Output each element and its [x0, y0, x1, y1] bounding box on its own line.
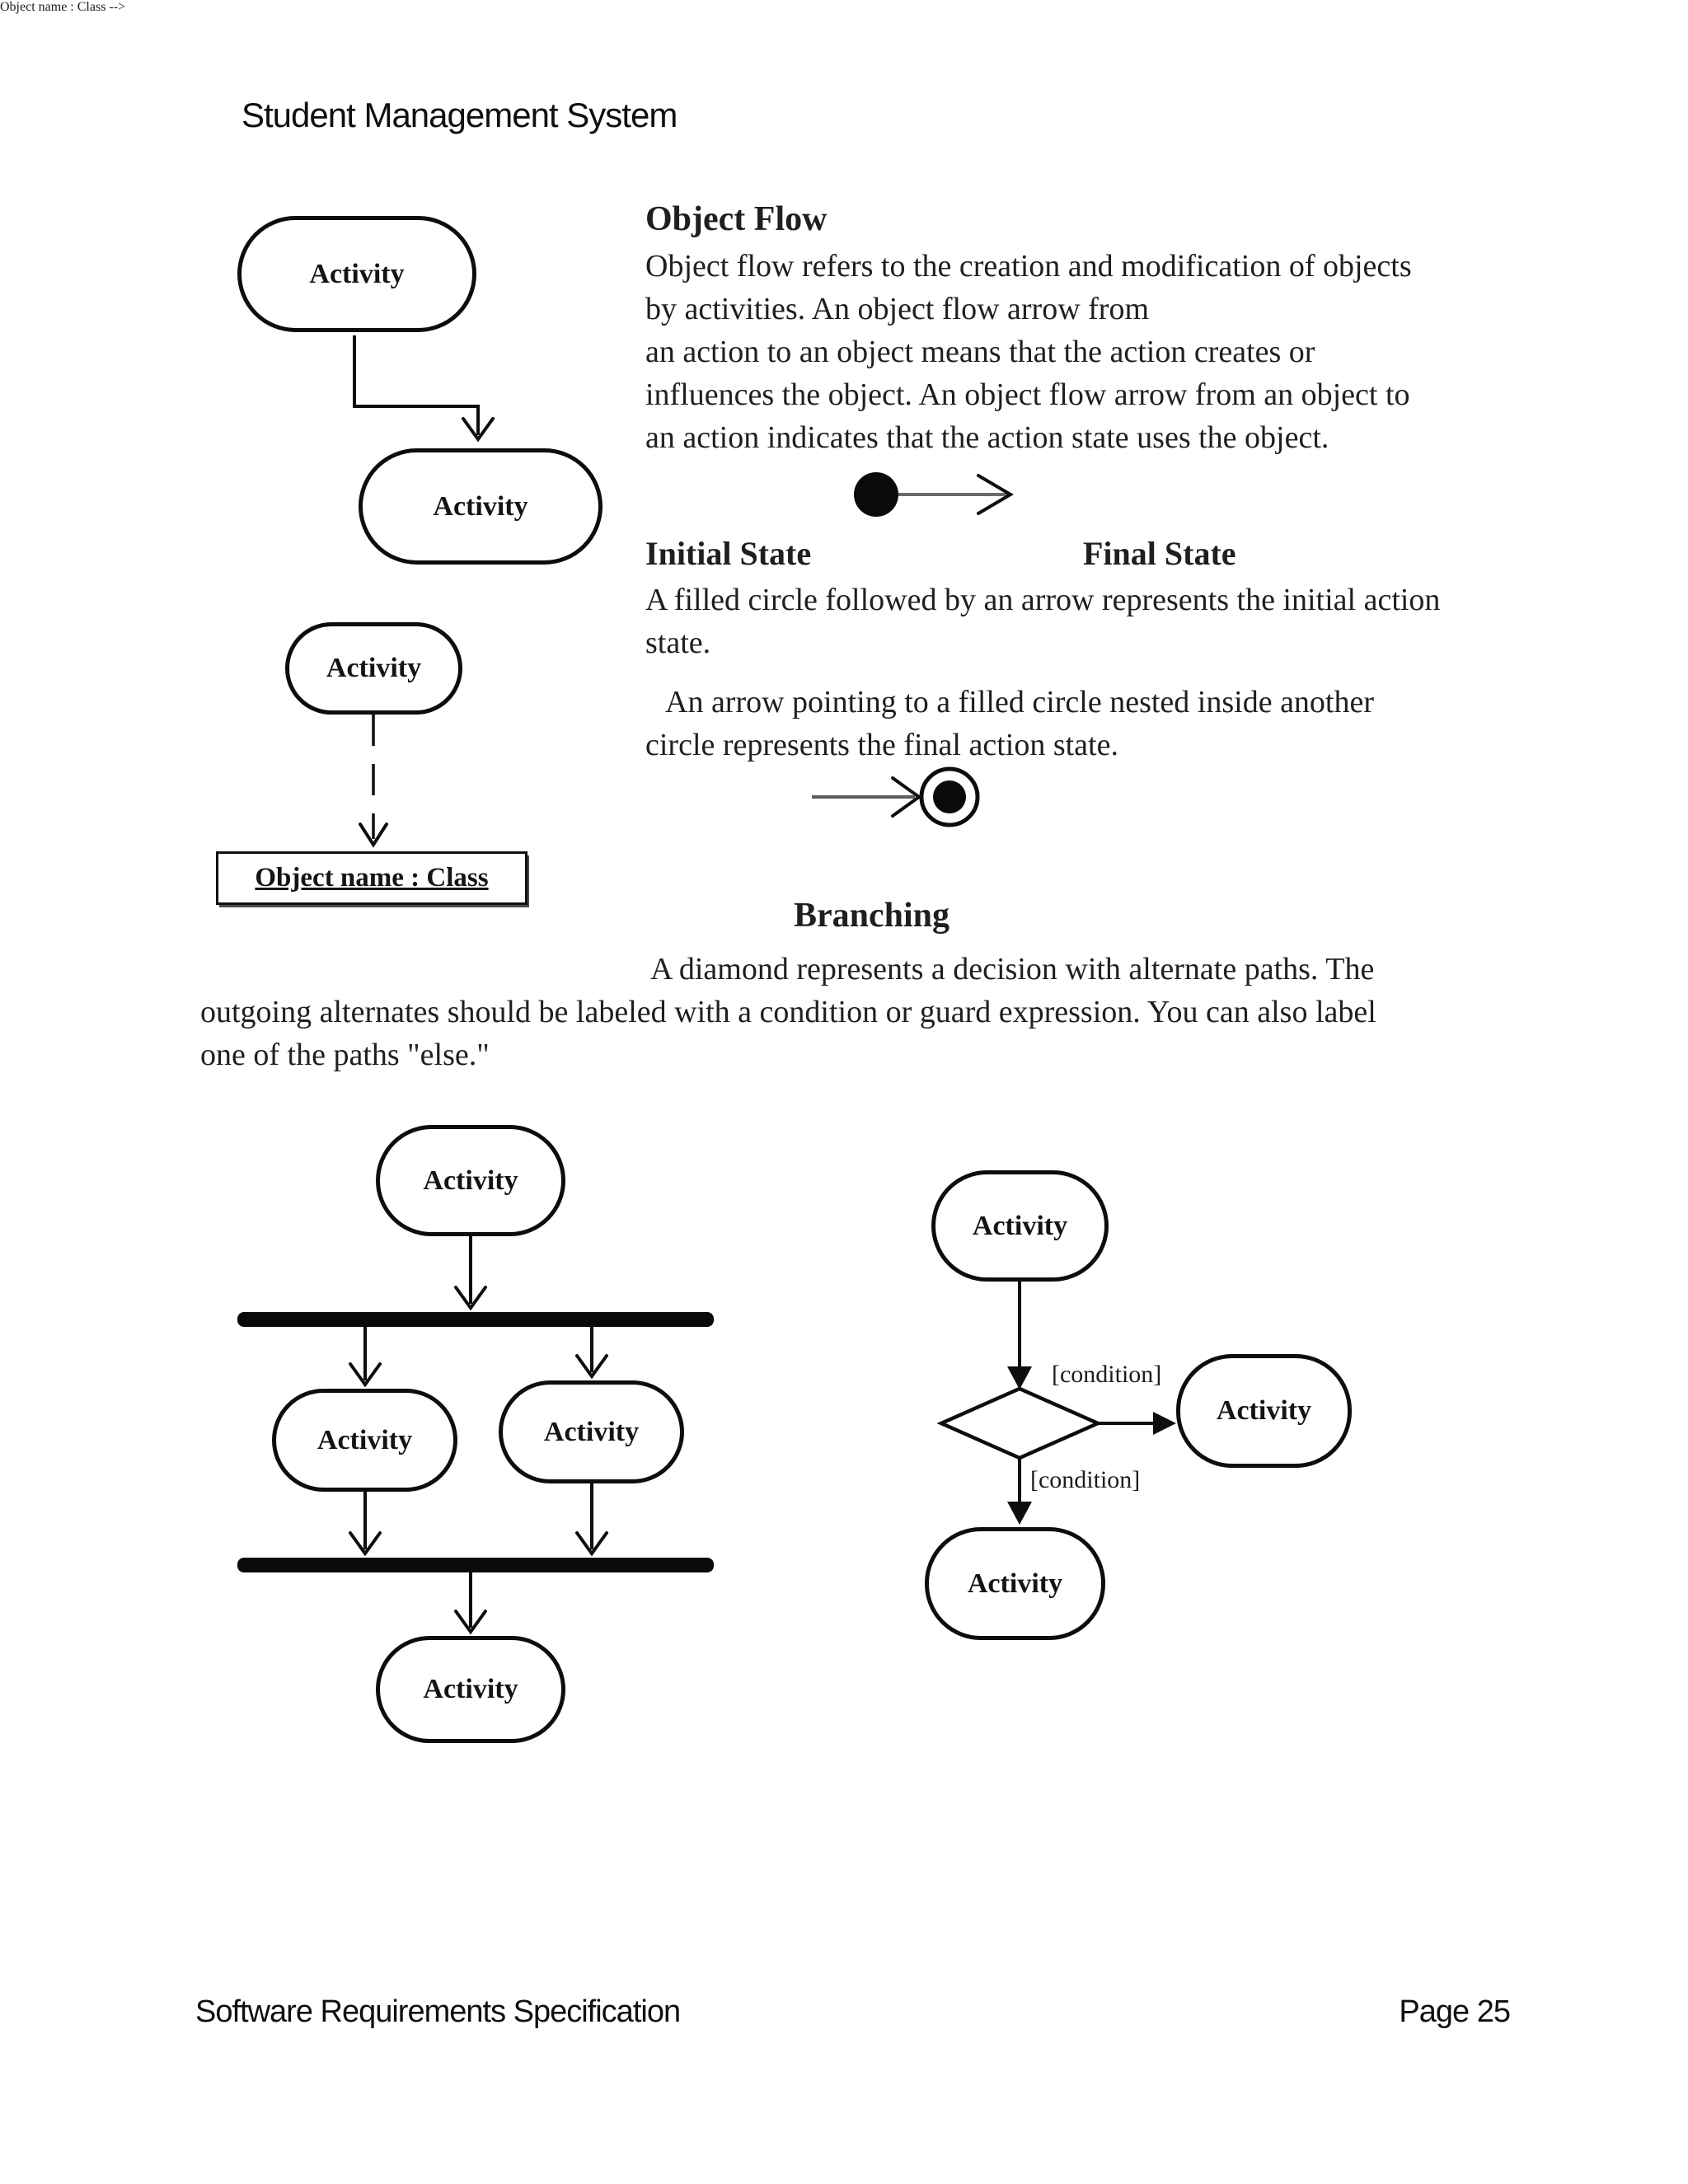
arrowhead-down-icon — [1007, 1366, 1032, 1390]
activity-node: Activity — [499, 1380, 684, 1483]
page-header-title: Student Management System — [241, 96, 678, 134]
arrowhead-right-icon — [1153, 1412, 1176, 1435]
initial-state-label: Initial State — [645, 535, 812, 572]
activity-node: Activity — [359, 448, 603, 565]
arrowhead-down-icon — [454, 1286, 487, 1311]
footer-page-number: Page 25 — [1399, 1994, 1511, 2029]
footer-document-title: Software Requirements Specification — [195, 1994, 681, 2029]
branch-connectors — [936, 1282, 1176, 1525]
final-state-label: Final State — [1083, 535, 1236, 572]
activity-node-label: Activity — [972, 1210, 1068, 1241]
activity-node-label: Activity — [309, 258, 405, 289]
activity-node-label: Activity — [423, 1165, 518, 1196]
activity-node-label: Activity — [433, 490, 528, 522]
arrowhead-down-icon — [454, 1610, 487, 1635]
elbow-connector-line — [353, 335, 480, 435]
arrowhead-down-icon — [575, 1354, 608, 1380]
activity-node-label: Activity — [1216, 1395, 1312, 1426]
activity-node: Activity — [285, 622, 462, 715]
object-class-box: Object name : Class — [216, 851, 528, 905]
final-state-paragraph: An arrow pointing to a filled circle nes… — [645, 685, 1375, 762]
arrowhead-down-icon — [359, 823, 388, 848]
object-flow-example-diagram: Activity Object name : Class — [198, 593, 544, 923]
arrowhead-down-icon — [349, 1531, 382, 1557]
condition-guard-label: [condition] — [1052, 1361, 1162, 1388]
object-flow-connectors — [359, 715, 388, 848]
object-flow-heading: Object Flow — [645, 200, 828, 238]
activity-node: Activity — [376, 1636, 565, 1743]
condition-guard-label: [condition] — [1030, 1466, 1141, 1493]
branching-paragraph: A diamond represents a decision with alt… — [200, 952, 1376, 1072]
decision-diamond — [936, 1386, 1103, 1460]
fork-bar — [237, 1312, 714, 1327]
activity-node-label: Activity — [543, 1416, 640, 1447]
activity-node-label: Activity — [326, 653, 422, 683]
branch-decision-diagram: [condition] [condition] Activity Activit… — [907, 1150, 1385, 1661]
arrowhead-right-icon — [977, 474, 1014, 515]
arrowhead-down-icon — [462, 417, 495, 443]
initial-state-icon — [854, 472, 1014, 517]
activity-node: Activity — [931, 1170, 1109, 1282]
activity-node: Activity — [925, 1527, 1105, 1640]
sequence-diagram: Activity Activity — [206, 198, 635, 585]
initial-state-paragraph: A filled circle followed by an arrow rep… — [645, 583, 1441, 660]
arrowhead-down-icon — [349, 1362, 382, 1388]
activity-node: Activity — [272, 1389, 457, 1492]
filled-circle-icon — [854, 472, 898, 517]
activity-node: Activity — [1176, 1354, 1352, 1468]
activity-node: Activity — [376, 1125, 565, 1236]
activity-node-label: Activity — [967, 1568, 1063, 1599]
join-bar — [237, 1558, 714, 1572]
fork-join-connectors — [237, 1236, 714, 1635]
arrowhead-down-icon — [1007, 1502, 1032, 1525]
activity-node-label: Activity — [423, 1674, 518, 1704]
activity-node: Activity — [237, 216, 476, 332]
object-class-label: Object name : Class — [255, 863, 489, 893]
arrowhead-right-icon — [891, 776, 922, 818]
branching-heading: Branching — [794, 897, 950, 935]
object-flow-paragraph: Object flow refers to the creation and m… — [645, 249, 1412, 455]
inner-filled-circle-icon — [933, 780, 966, 813]
activity-node-label: Activity — [316, 1424, 413, 1455]
arrowhead-down-icon — [575, 1531, 608, 1557]
final-state-icon — [812, 766, 980, 827]
fork-join-diagram: Activity Activity Activity Activity — [223, 1104, 725, 1755]
sequence-connectors — [353, 335, 495, 443]
